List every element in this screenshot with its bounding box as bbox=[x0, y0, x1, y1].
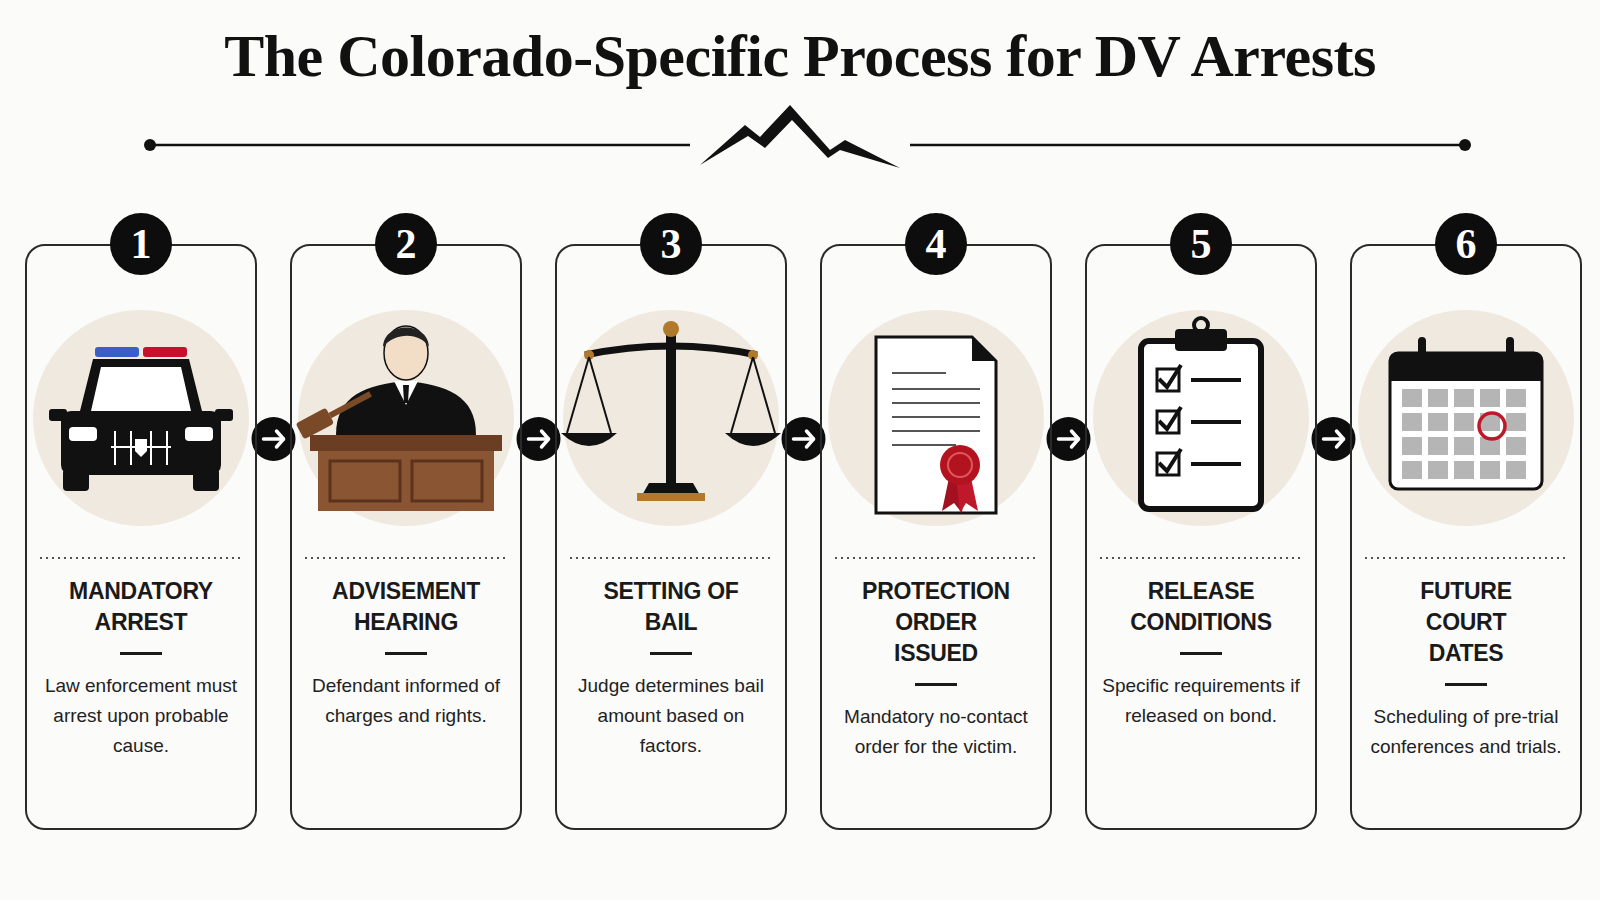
step-card: SETTING OF BAIL Judge determines bail amo… bbox=[555, 244, 787, 830]
diagram-title: The Colorado-Specific Process for DV Arr… bbox=[0, 22, 1600, 91]
calendar-day bbox=[1402, 461, 1422, 479]
flow-arrow bbox=[517, 417, 561, 461]
calendar-day bbox=[1480, 389, 1500, 407]
step-card: RELEASE CONDITIONS Specific requirements … bbox=[1085, 244, 1317, 830]
calendar-day bbox=[1402, 437, 1422, 455]
heading-rule bbox=[1445, 683, 1487, 686]
heading-rule bbox=[385, 652, 427, 655]
callout-number: 5 bbox=[1170, 213, 1232, 275]
calendar-day bbox=[1428, 461, 1448, 479]
step-card: PROTECTION ORDER ISSUED Mandatory no-cont… bbox=[820, 244, 1052, 830]
step-card: ADVISEMENT HEARING Defendant informed of … bbox=[290, 244, 522, 830]
heading-rule bbox=[650, 652, 692, 655]
step-heading: SETTING OF BAIL bbox=[596, 576, 746, 638]
calendar-day bbox=[1428, 389, 1448, 407]
dotted-rules bbox=[40, 557, 1567, 559]
calendar-day bbox=[1506, 461, 1526, 479]
heading-rule bbox=[915, 683, 957, 686]
flow-arrow bbox=[252, 417, 296, 461]
document-icon bbox=[876, 337, 996, 513]
step-heading: ADVISEMENT HEARING bbox=[331, 576, 481, 638]
calendar-day bbox=[1428, 413, 1448, 431]
heading-rule bbox=[1180, 652, 1222, 655]
calendar-day bbox=[1402, 389, 1422, 407]
step-description: Specific requirements if released on bon… bbox=[1099, 671, 1304, 731]
flow-arrow bbox=[782, 417, 826, 461]
step-heading: FUTURE COURT DATES bbox=[1391, 576, 1541, 669]
calendar-day bbox=[1454, 413, 1474, 431]
calendar-day bbox=[1506, 389, 1526, 407]
callout-number: 4 bbox=[905, 213, 967, 275]
calendar-day bbox=[1480, 461, 1500, 479]
step-description: Scheduling of pre-trial conferences and … bbox=[1364, 702, 1569, 762]
step-card: FUTURE COURT DATES Scheduling of pre-tria… bbox=[1350, 244, 1582, 830]
callout-number: 1 bbox=[110, 213, 172, 275]
clipboard-icon bbox=[1141, 318, 1261, 509]
calendar-day bbox=[1454, 437, 1474, 455]
calendar-day bbox=[1428, 437, 1448, 455]
calendar-icon bbox=[1390, 337, 1542, 489]
calendar-day bbox=[1402, 413, 1422, 431]
calendar-day bbox=[1454, 461, 1474, 479]
callout-number: 6 bbox=[1435, 213, 1497, 275]
step-heading: PROTECTION ORDER ISSUED bbox=[861, 576, 1011, 669]
step-description: Mandatory no-contact order for the victi… bbox=[834, 702, 1039, 762]
calendar-day bbox=[1506, 413, 1526, 431]
step-heading: RELEASE CONDITIONS bbox=[1126, 576, 1276, 638]
calendar-day bbox=[1506, 437, 1526, 455]
judge-icon bbox=[296, 326, 502, 511]
scales-icon bbox=[561, 321, 781, 501]
flow-arrow bbox=[1047, 417, 1091, 461]
step-description: Judge determines bail amount based on fa… bbox=[569, 671, 774, 761]
police-car-icon bbox=[49, 347, 233, 491]
callout-number: 3 bbox=[640, 213, 702, 275]
flow-arrow bbox=[1312, 417, 1356, 461]
callout-number: 2 bbox=[375, 213, 437, 275]
title-rule bbox=[144, 105, 1471, 168]
step-description: Defendant informed of charges and rights… bbox=[304, 671, 509, 731]
step-heading: MANDATORY ARREST bbox=[66, 576, 216, 638]
step-card: MANDATORY ARREST Law enforcement must arr… bbox=[25, 244, 257, 830]
calendar-day bbox=[1454, 389, 1474, 407]
icon-grounds bbox=[33, 310, 1574, 526]
heading-rule bbox=[120, 652, 162, 655]
step-description: Law enforcement must arrest upon probabl… bbox=[39, 671, 244, 761]
